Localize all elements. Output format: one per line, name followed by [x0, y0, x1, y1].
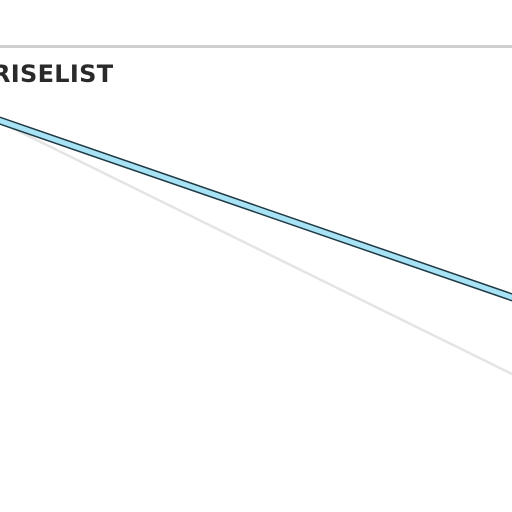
highlight-line: [0, 118, 512, 300]
top-divider: [0, 45, 512, 48]
section-heading: RISELIST: [0, 60, 114, 88]
ghost-line: [0, 120, 512, 376]
